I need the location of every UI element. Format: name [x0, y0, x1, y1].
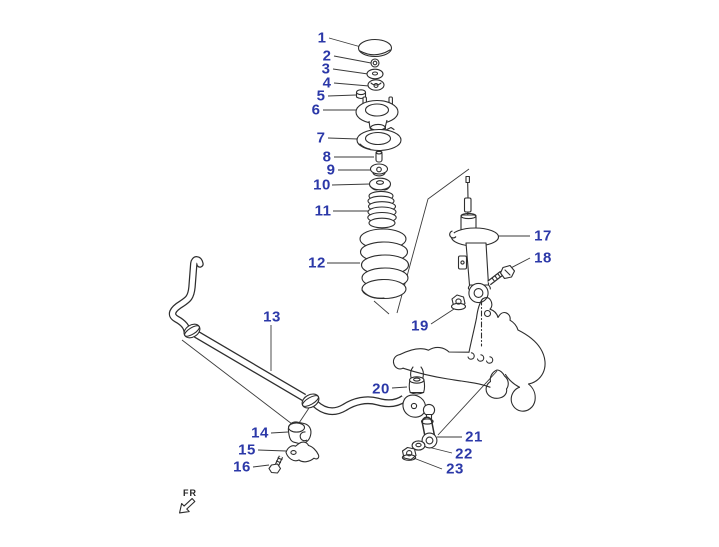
fr-direction-arrow	[179, 498, 196, 514]
callout-6[interactable]: 6	[311, 101, 321, 119]
callout-2[interactable]: 2	[322, 47, 332, 65]
callout-16[interactable]: 16	[233, 458, 251, 476]
part-bracket-15	[285, 441, 320, 463]
callout-1[interactable]: 1	[317, 29, 327, 47]
part-dust-cover	[368, 177, 392, 191]
callout-21[interactable]: 21	[465, 428, 483, 446]
part-lock-nut	[370, 58, 380, 68]
part-bolt-18	[487, 264, 516, 286]
part-bolt-16	[268, 455, 284, 474]
callout-11[interactable]: 11	[314, 202, 332, 220]
callout-7[interactable]: 7	[316, 129, 326, 147]
part-mount-cap	[357, 38, 393, 58]
part-washer-22	[411, 440, 426, 451]
part-bump-stopper	[375, 150, 383, 163]
callout-14[interactable]: 14	[251, 424, 269, 442]
part-dust-boot	[367, 190, 397, 229]
part-stabilizer-link	[420, 403, 438, 449]
callout-13[interactable]: 13	[263, 308, 281, 326]
callout-15[interactable]: 15	[238, 441, 256, 459]
part-nut-23	[401, 446, 417, 461]
part-shock-absorber	[449, 175, 500, 304]
part-coil-spring	[359, 228, 410, 300]
callout-3[interactable]: 3	[321, 60, 331, 78]
part-nut-19	[450, 294, 467, 311]
leader-lines	[181, 37, 531, 470]
callout-5[interactable]: 5	[316, 87, 326, 105]
fr-direction-label: FR	[183, 488, 197, 498]
callout-22[interactable]: 22	[455, 445, 473, 463]
part-bearing	[369, 163, 389, 177]
part-flanged-nut	[367, 79, 385, 91]
knuckle-and-control-arm	[392, 297, 546, 412]
callout-4[interactable]: 4	[322, 74, 332, 92]
callout-9[interactable]: 9	[326, 161, 336, 179]
callout-20[interactable]: 20	[372, 380, 390, 398]
bar-paddle-end	[402, 394, 427, 418]
callout-17[interactable]: 17	[534, 227, 552, 245]
callout-8[interactable]: 8	[322, 148, 332, 166]
callout-10[interactable]: 10	[313, 176, 331, 194]
part-bushing-20	[408, 366, 426, 395]
part-spring-seat	[356, 126, 402, 152]
part-bushing-14	[287, 421, 312, 445]
callout-23[interactable]: 23	[446, 460, 464, 478]
callout-18[interactable]: 18	[534, 249, 552, 267]
part-washer	[366, 68, 384, 80]
part-stabilizer-bar	[168, 256, 427, 418]
callout-19[interactable]: 19	[411, 317, 429, 335]
callout-12[interactable]: 12	[308, 254, 326, 272]
part-strut-mount	[355, 96, 399, 133]
